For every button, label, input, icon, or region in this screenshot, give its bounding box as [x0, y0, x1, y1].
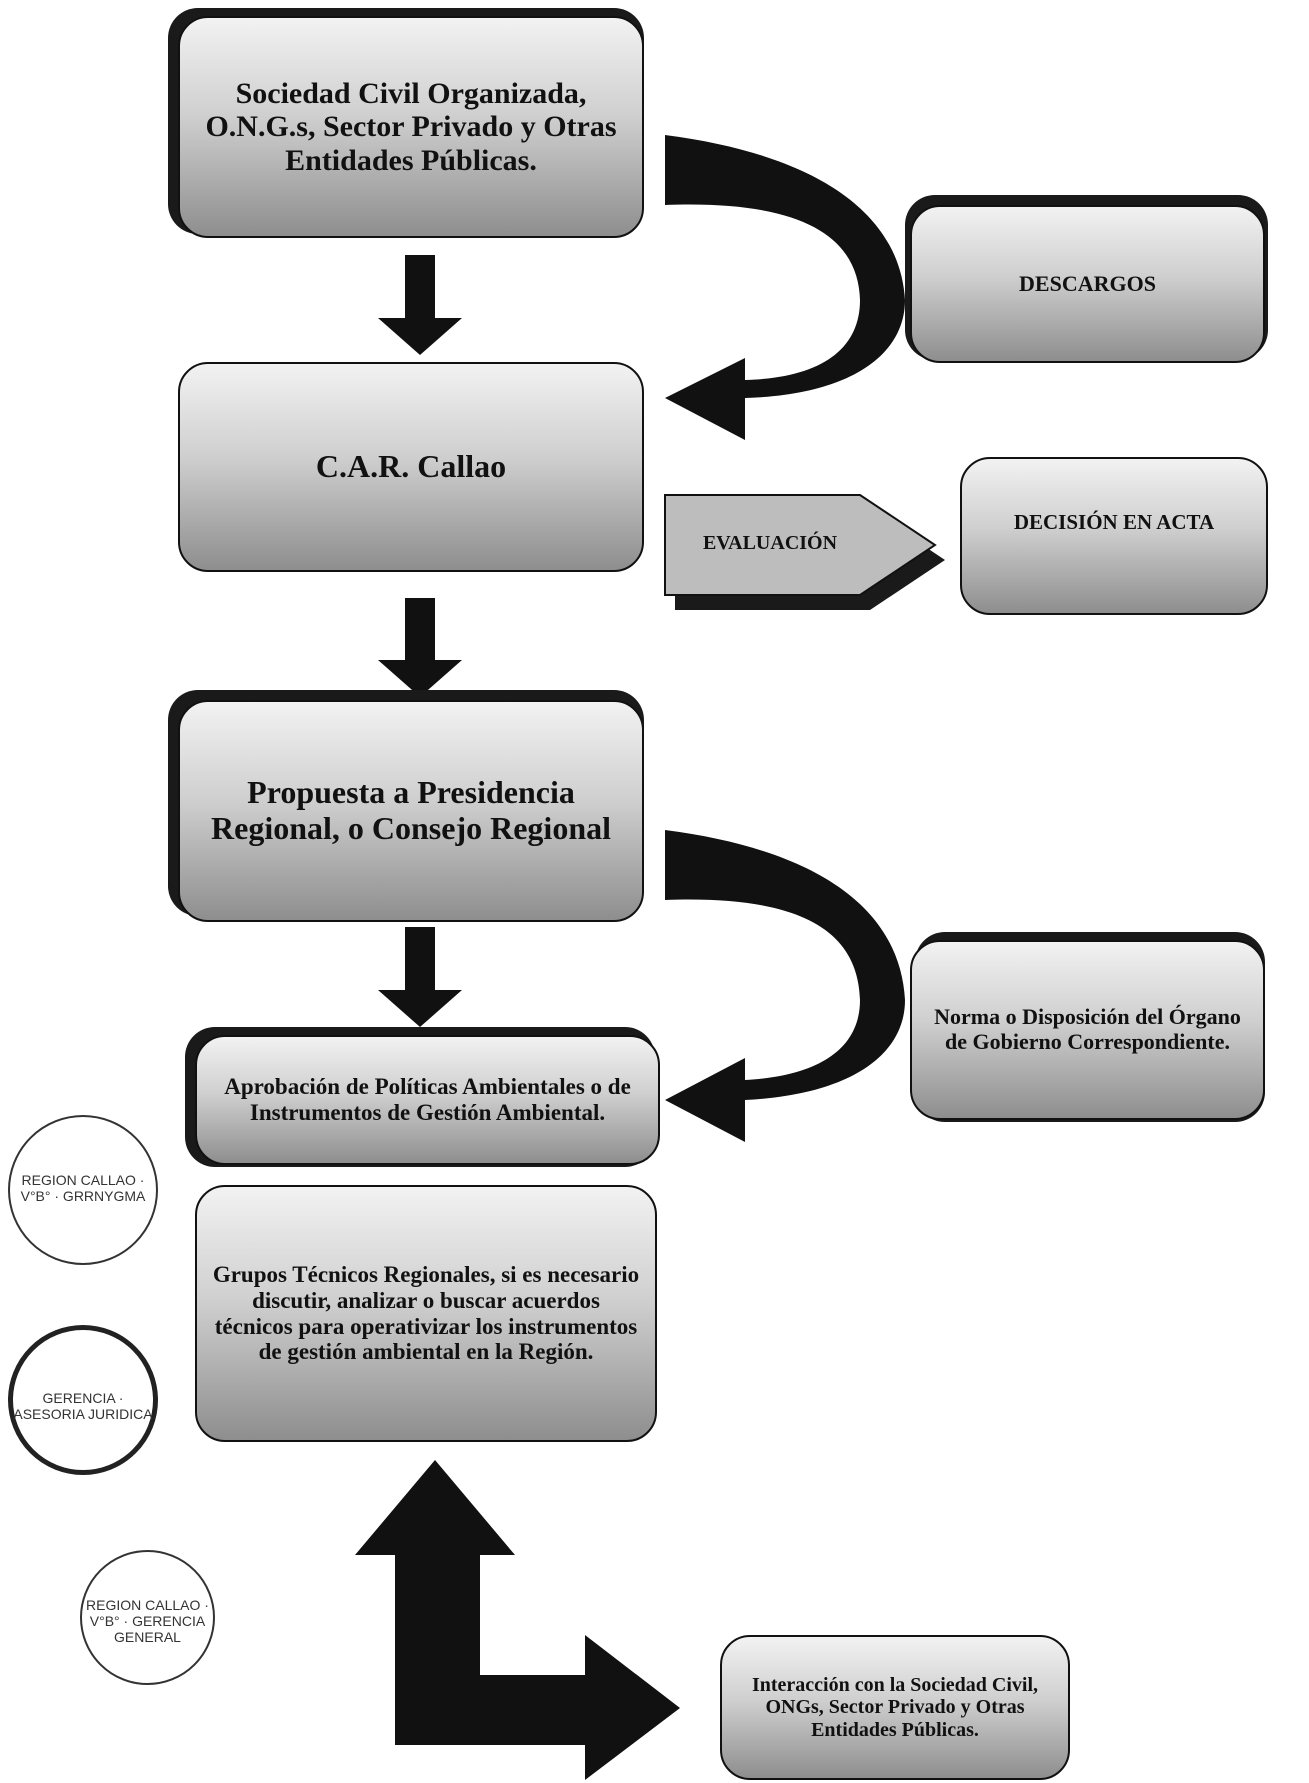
node-aprobacion: Aprobación de Políticas Ambientales o de…	[195, 1035, 660, 1165]
node-car-callao-text: C.A.R. Callao	[315, 448, 507, 485]
arrow-l-bidirectional	[355, 1460, 680, 1780]
node-sociedad: Sociedad Civil Organizada, O.N.G.s, Sect…	[178, 16, 644, 238]
node-interaccion-text: Interacción con la Sociedad Civil, ONGs,…	[751, 1673, 1039, 1741]
arrow-down-1	[378, 255, 462, 355]
node-norma-text: Norma o Disposición del Órgano de Gobier…	[934, 1004, 1241, 1054]
node-grupos: Grupos Técnicos Regionales, si es necesa…	[195, 1185, 657, 1442]
stamp2-text: GERENCIA · ASESORIA JURIDICA	[13, 1390, 153, 1422]
node-evaluacion-text: EVALUACIÓN	[702, 532, 838, 554]
node-norma: Norma o Disposición del Órgano de Gobier…	[910, 940, 1265, 1120]
stamp3-text: REGION CALLAO · V°B° · GERENCIA GENERAL	[86, 1597, 209, 1645]
node-grupos-text: Grupos Técnicos Regionales, si es necesa…	[212, 1262, 640, 1365]
evaluacion-shape	[664, 494, 937, 596]
node-propuesta: Propuesta a Presidencia Regional, o Cons…	[178, 700, 644, 922]
stamp-region-callao-2: REGION CALLAO · V°B° · GERENCIA GENERAL	[80, 1550, 215, 1685]
node-car-callao: C.A.R. Callao	[178, 362, 644, 572]
node-sociedad-text: Sociedad Civil Organizada, O.N.G.s, Sect…	[205, 76, 617, 177]
arrow-down-2	[378, 598, 462, 697]
node-descargos: DESCARGOS	[910, 205, 1265, 363]
arrow-down-3	[378, 927, 462, 1027]
stamp-asesoria-juridica: GERENCIA · ASESORIA JURIDICA	[8, 1325, 158, 1475]
curved-arrow-norma	[665, 830, 905, 1142]
node-aprobacion-text: Aprobación de Políticas Ambientales o de…	[224, 1074, 631, 1125]
curved-arrow-descargos	[665, 135, 905, 440]
node-decision: DECISIÓN EN ACTA	[960, 457, 1268, 615]
stamp1-text: REGION CALLAO · V°B° · GRRNYGMA	[20, 1172, 146, 1204]
node-propuesta-text: Propuesta a Presidencia Regional, o Cons…	[211, 774, 611, 846]
node-interaccion: Interacción con la Sociedad Civil, ONGs,…	[720, 1635, 1070, 1780]
stamp-region-callao-1: REGION CALLAO · V°B° · GRRNYGMA	[8, 1115, 158, 1265]
node-decision-text: DECISIÓN EN ACTA	[1013, 510, 1215, 534]
node-descargos-text: DESCARGOS	[1019, 270, 1156, 296]
